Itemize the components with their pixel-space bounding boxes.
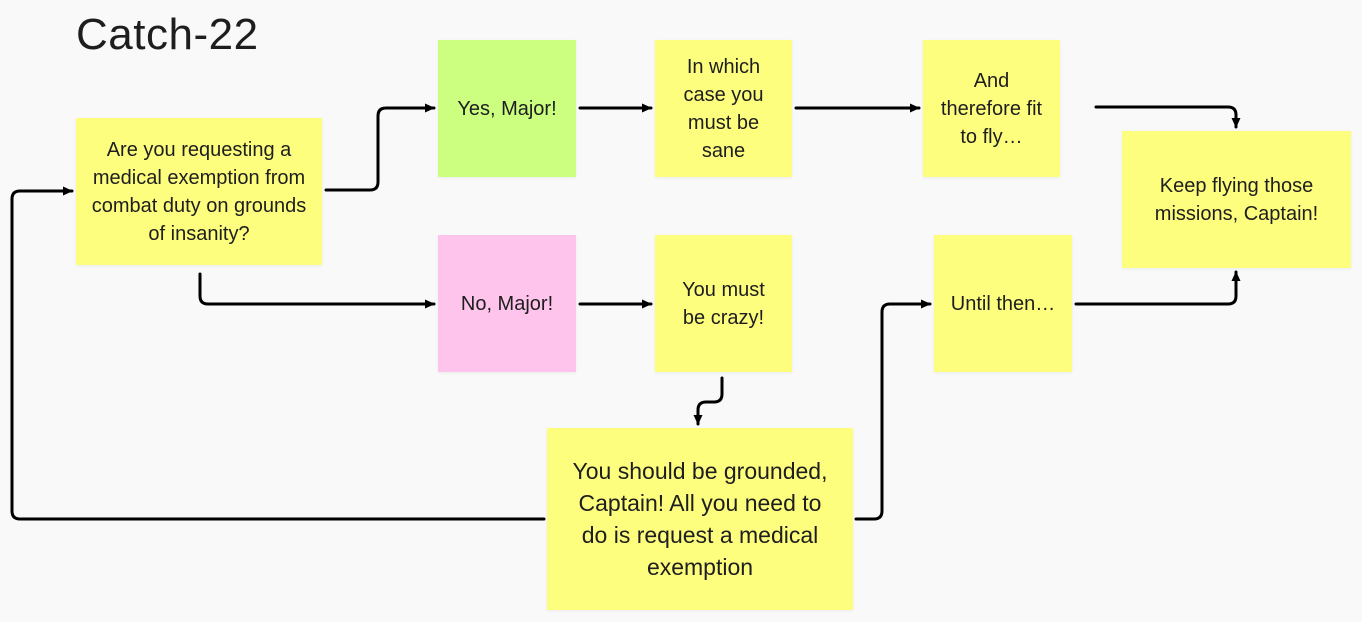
node-yes[interactable]: Yes, Major! <box>438 40 576 177</box>
node-grounded-text: You should be grounded, Captain! All you… <box>572 458 828 580</box>
node-sane-text: In which case you must be sane <box>683 55 764 162</box>
node-sane[interactable]: In which case you must be sane <box>655 40 792 177</box>
node-keep-flying[interactable]: Keep flying those missions, Captain! <box>1122 131 1351 268</box>
node-keep-flying-text: Keep flying those missions, Captain! <box>1154 174 1319 225</box>
node-yes-text: Yes, Major! <box>457 97 557 120</box>
node-grounded[interactable]: You should be grounded, Captain! All you… <box>547 428 853 610</box>
connector-question-to-no <box>198 272 436 309</box>
node-crazy-text: You must be crazy! <box>682 278 765 329</box>
node-fit-text: And therefore fit to fly… <box>940 69 1043 148</box>
diagram-title: Catch-22 <box>76 10 259 59</box>
connector-fit-to-keep-flying <box>1094 105 1241 129</box>
connector-grounded-to-until <box>854 299 932 521</box>
connector-grounded-to-question <box>10 186 546 521</box>
node-until-text: Until then… <box>950 292 1056 315</box>
connector-crazy-to-grounded <box>693 376 724 426</box>
node-no[interactable]: No, Major! <box>438 235 576 372</box>
connector-until-to-keep-flying <box>1074 270 1241 306</box>
node-question[interactable]: Are you requesting a medical exemption f… <box>76 118 322 265</box>
connector-question-to-yes <box>324 103 436 192</box>
node-until[interactable]: Until then… <box>934 235 1072 372</box>
node-fit[interactable]: And therefore fit to fly… <box>923 40 1060 177</box>
node-crazy[interactable]: You must be crazy! <box>655 235 792 372</box>
node-no-text: No, Major! <box>460 292 554 315</box>
node-question-text: Are you requesting a medical exemption f… <box>91 138 307 245</box>
